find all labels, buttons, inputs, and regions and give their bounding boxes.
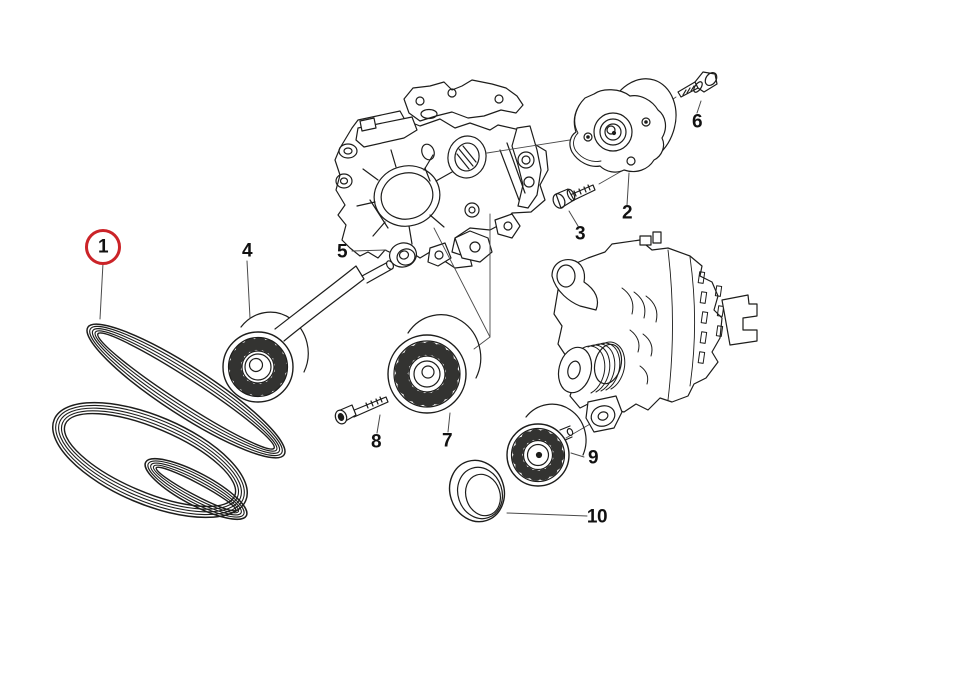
callout-1[interactable]: 1 — [97, 236, 109, 258]
belt-loop-top — [86, 323, 286, 459]
belt-loop-bottom — [51, 401, 249, 519]
callout-9[interactable]: 9 — [587, 447, 599, 469]
vent-slots — [697, 271, 725, 364]
alternator-pulley — [557, 341, 626, 394]
callout-7[interactable]: 7 — [441, 430, 453, 452]
crank-seal-star — [356, 149, 453, 245]
callout-8[interactable]: 8 — [370, 431, 382, 453]
callout-3[interactable]: 3 — [574, 223, 586, 245]
callout-2[interactable]: 2 — [621, 202, 633, 224]
bolt-8 — [334, 396, 389, 425]
alternator — [551, 231, 758, 433]
leader-lines — [99, 100, 702, 517]
friction-wheel — [569, 78, 677, 173]
highlight-circle — [85, 229, 121, 265]
callout-5[interactable]: 5 — [336, 241, 348, 263]
callout-6[interactable]: 6 — [691, 111, 703, 133]
idler-pulley-9 — [506, 403, 587, 487]
washer-5 — [388, 242, 418, 268]
ribbed-boss — [447, 135, 487, 179]
belt-tensioner — [222, 260, 395, 403]
protective-cap-10 — [448, 459, 506, 523]
bolt-3 — [552, 184, 596, 209]
belt-loop-fold — [144, 457, 248, 521]
ribbed-v-belt — [51, 323, 286, 521]
idler-pulley-7 — [387, 314, 482, 414]
engine-front-cover — [334, 79, 549, 269]
callout-4[interactable]: 4 — [241, 240, 253, 262]
callout-10[interactable]: 10 — [586, 506, 608, 528]
bolt-6 — [677, 71, 718, 98]
